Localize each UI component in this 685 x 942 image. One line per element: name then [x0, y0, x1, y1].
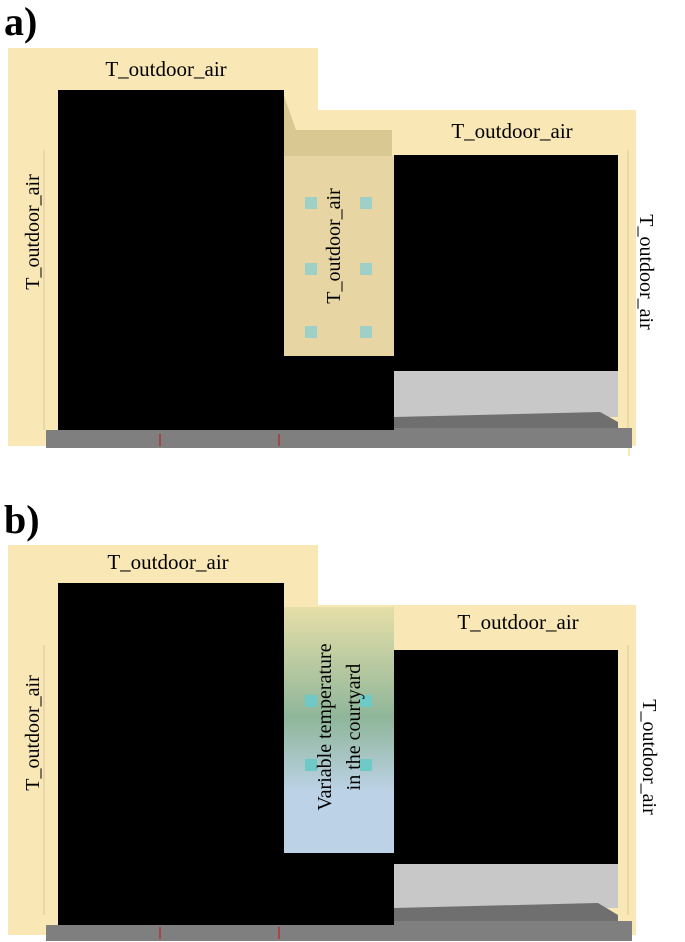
top-right-air-label: T_outdoor_air	[457, 610, 578, 634]
low-building-base	[284, 853, 394, 925]
top-right-air-label: T_outdoor_air	[451, 119, 572, 143]
courtyard-roof-slope	[282, 90, 392, 156]
panel-a: a) T_outdoor_air T_outdoor_air T_outdoor…	[0, 0, 685, 470]
top-left-air-label: T_outdoor_air	[105, 57, 226, 81]
courtyard-window	[305, 263, 317, 275]
panel-b-label: b)	[4, 497, 40, 542]
low-building-base	[284, 356, 394, 435]
courtyard-air-volume	[284, 156, 394, 356]
courtyard-window	[360, 326, 372, 338]
courtyard-window	[360, 197, 372, 209]
ground-plane	[46, 428, 632, 448]
courtyard-window	[305, 759, 317, 771]
outdoor-air-region-right-edge	[628, 110, 636, 446]
courtyard-window	[360, 695, 372, 707]
terrace-slab	[394, 864, 618, 908]
panel-a-label: a)	[4, 0, 38, 44]
courtyard-window	[305, 197, 317, 209]
courtyard-air-label: T_outdoor_air	[323, 188, 345, 304]
terrace-edge	[394, 903, 618, 921]
top-left-air-label: T_outdoor_air	[107, 550, 228, 574]
left-air-label: T_outdoor_air	[22, 174, 44, 290]
courtyard-window	[305, 695, 317, 707]
right-air-label: T_outdoor_air	[638, 699, 660, 815]
courtyard-label-line2: in the courtyard	[343, 664, 365, 791]
ground-plane	[46, 921, 632, 941]
courtyard-label-line1: Variable temperature	[314, 643, 336, 810]
right-building-block	[394, 650, 618, 864]
courtyard-window	[360, 263, 372, 275]
panel-b: b) T_outdoor_air	[0, 495, 685, 942]
right-building-block	[394, 155, 618, 371]
tall-building-block	[58, 583, 284, 925]
courtyard-window	[305, 326, 317, 338]
panel-a-diagram: T_outdoor_air T_outdoor_air T_outdoor_ai…	[8, 48, 657, 456]
outdoor-air-region-right-edge	[628, 605, 636, 935]
terrace-slab	[394, 371, 618, 417]
left-air-label: T_outdoor_air	[22, 675, 44, 791]
tall-building-block	[58, 90, 284, 435]
courtyard-window	[360, 759, 372, 771]
terrace-edge	[394, 412, 618, 428]
courtyard-variable-temperature-volume	[284, 607, 394, 853]
panel-b-diagram: T_outdoor_air T_outdoor_air T_outdoor_ai…	[8, 545, 660, 941]
right-air-label: T_outdoor_air	[635, 214, 657, 330]
